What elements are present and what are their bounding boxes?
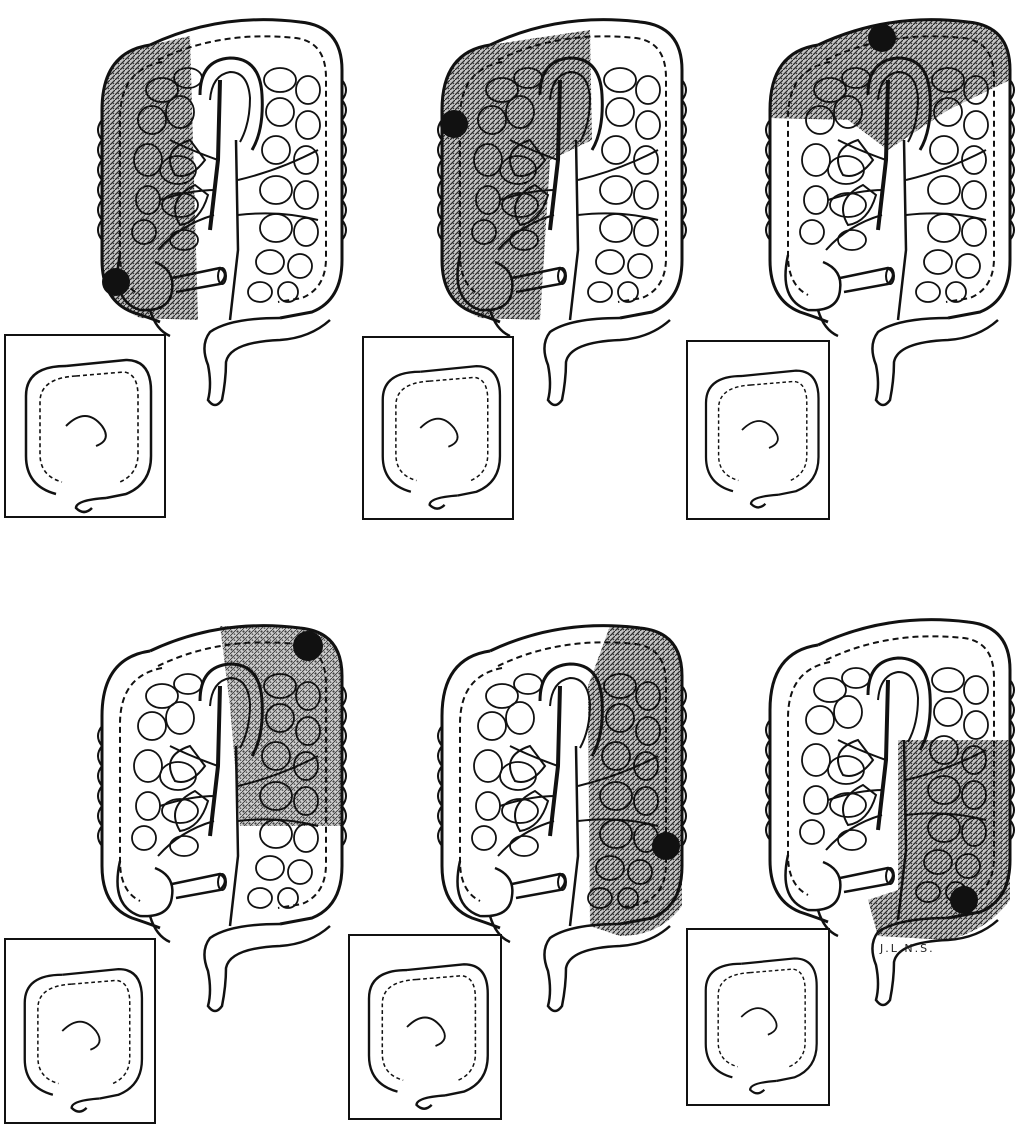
tumor-marker bbox=[440, 110, 468, 138]
tumor-marker bbox=[868, 24, 896, 52]
colon-anatomy-drawing bbox=[764, 617, 1016, 1007]
inset-resection-result-2 bbox=[362, 336, 514, 520]
tumor-marker bbox=[950, 886, 978, 914]
inset-resection-result-4 bbox=[4, 938, 156, 1124]
colon-anatomy-drawing bbox=[764, 17, 1016, 408]
colon-anatomy-drawing bbox=[436, 623, 688, 1013]
panel-extended-right-hemicolectomy bbox=[420, 0, 700, 424]
tumor-marker bbox=[102, 268, 130, 296]
colon-anatomy-drawing bbox=[96, 17, 348, 408]
tumor-marker bbox=[293, 631, 323, 661]
artist-signature: J.L.N.S. bbox=[880, 942, 935, 955]
colon-anatomy-drawing bbox=[96, 623, 348, 1013]
panel-left-hemicolectomy bbox=[420, 606, 700, 1030]
panel-sigmoid-colectomy bbox=[748, 600, 1024, 1024]
tumor-marker bbox=[652, 832, 680, 860]
panel-transverse-colectomy bbox=[748, 0, 1024, 424]
panel-right-hemicolectomy bbox=[80, 0, 360, 424]
inset-resection-result-1 bbox=[4, 334, 166, 518]
panel-splenic-flexure-resection bbox=[80, 606, 360, 1030]
inset-resection-result-3 bbox=[686, 340, 830, 520]
colon-anatomy-drawing bbox=[436, 17, 688, 408]
inset-resection-result-5 bbox=[348, 934, 502, 1120]
inset-resection-result-6 bbox=[686, 928, 830, 1106]
